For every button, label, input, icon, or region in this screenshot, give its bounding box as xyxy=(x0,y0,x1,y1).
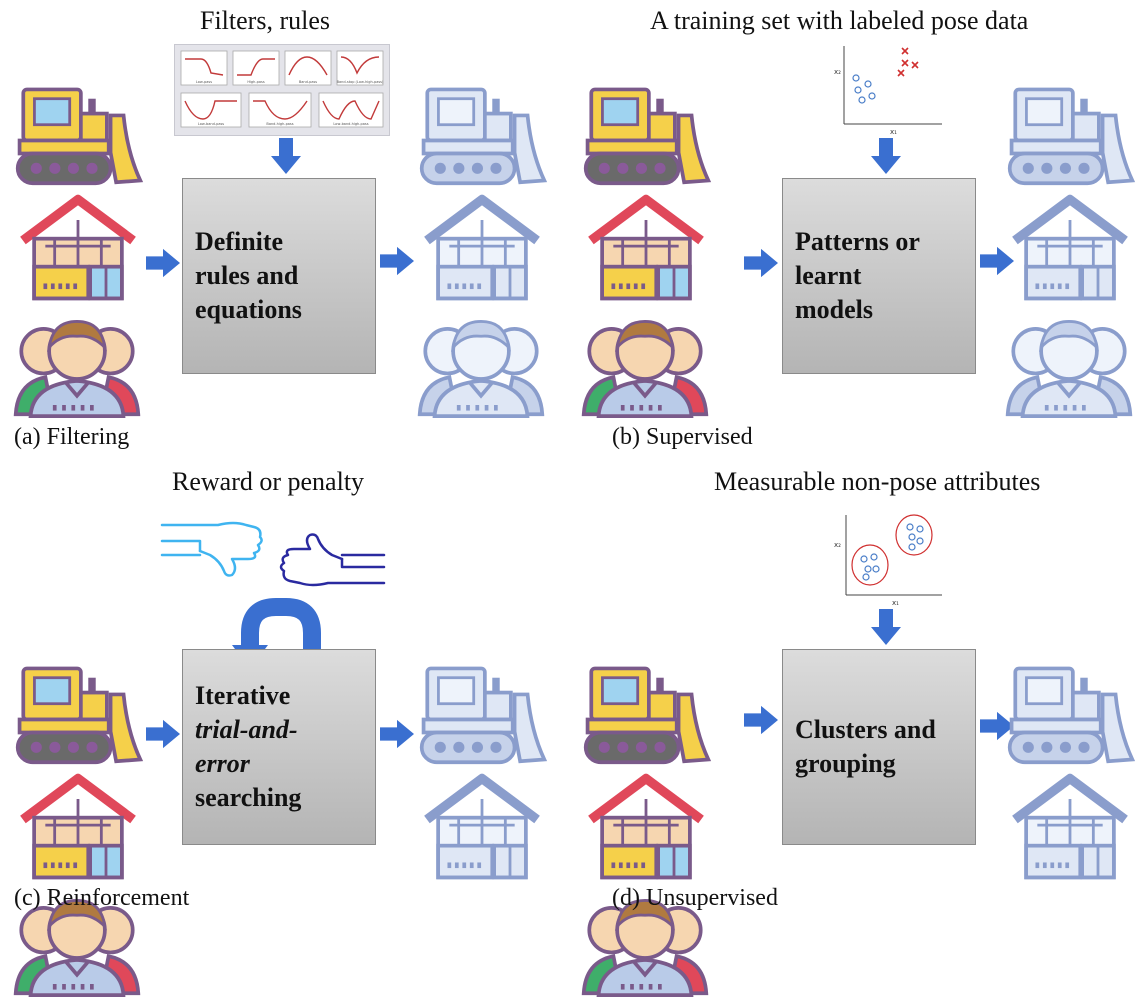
panel-filtering: Filters, rules Low-pass High-pass xyxy=(0,0,568,461)
filter-grid-image: Low-pass High-pass Band-pass Band-stop (… xyxy=(174,44,390,136)
box-line: Patterns or xyxy=(795,227,920,256)
bulldozer-icon xyxy=(1006,78,1136,190)
panel-b-top-text: A training set with labeled pose data xyxy=(650,6,1029,35)
filter-label: Low-pass xyxy=(196,80,212,84)
bulldozer-icon xyxy=(582,78,712,190)
people-icon xyxy=(12,310,142,422)
arrow-down-icon xyxy=(271,138,301,174)
filter-label: Band-pass xyxy=(299,80,317,84)
box-line: error xyxy=(195,749,250,778)
process-box: Clusters and grouping xyxy=(782,649,976,845)
box-line: Definite xyxy=(195,227,284,256)
labeled-scatter-plot: x₂ x₁ xyxy=(834,46,942,136)
box-line: searching xyxy=(195,783,302,812)
box-line: learnt xyxy=(795,261,862,290)
people-icon xyxy=(416,310,546,422)
house-icon xyxy=(1008,771,1132,883)
arrow-right-icon xyxy=(744,705,778,735)
box-line: rules and xyxy=(195,261,299,290)
house-icon xyxy=(584,192,708,304)
filter-label: Low-band-pass xyxy=(198,122,224,126)
caption: (c) Reinforcement xyxy=(14,885,190,911)
arrow-down-icon xyxy=(871,138,901,174)
thumbs-down-icon xyxy=(160,521,263,577)
caption: (d) Unsupervised xyxy=(612,885,778,911)
box-line: models xyxy=(795,295,873,324)
filter-label: Low-band-high-pass xyxy=(333,122,368,126)
house-icon xyxy=(420,192,544,304)
bulldozer-icon xyxy=(1006,657,1136,769)
thumbs-up-icon xyxy=(279,533,386,587)
panel-unsupervised: Measurable non-pose attributes x₂ x₁ Clu… xyxy=(568,461,1136,922)
arrow-down-icon xyxy=(871,609,901,645)
house-icon xyxy=(1008,192,1132,304)
arrow-right-icon xyxy=(380,246,414,276)
x-axis-label: x₁ xyxy=(892,599,899,607)
panel-reinforcement: Reward or penalty Iterative trial-and- e… xyxy=(0,461,568,922)
caption: (a) Filtering xyxy=(14,424,130,450)
panel-c-top-text: Reward or penalty xyxy=(172,467,365,496)
house-icon xyxy=(16,192,140,304)
bulldozer-icon xyxy=(14,78,144,190)
house-icon xyxy=(420,771,544,883)
house-icon xyxy=(16,771,140,883)
box-line: equations xyxy=(195,295,302,324)
panel-d-top-text: Measurable non-pose attributes xyxy=(714,467,1041,496)
house-icon xyxy=(584,771,708,883)
caption: (b) Supervised xyxy=(612,424,753,450)
filter-label: Band-high-pass xyxy=(266,122,293,126)
bulldozer-icon xyxy=(418,657,548,769)
box-line: trial-and- xyxy=(195,715,298,744)
process-box: Patterns or learnt models xyxy=(782,178,976,374)
arrow-right-icon xyxy=(146,719,180,749)
bulldozer-icon xyxy=(418,78,548,190)
process-box: Iterative trial-and- error searching xyxy=(182,649,376,845)
panel-a-top-text: Filters, rules xyxy=(200,6,330,35)
y-axis-label: x₂ xyxy=(834,541,841,549)
panel-supervised: A training set with labeled pose data x₂… xyxy=(568,0,1136,461)
filter-label: High-pass xyxy=(247,80,264,84)
people-icon xyxy=(1004,310,1134,422)
y-axis-label: x₂ xyxy=(834,68,841,76)
filter-label: Band-stop (Low-high-pass) xyxy=(337,80,384,84)
bulldozer-icon xyxy=(14,657,144,769)
arrow-right-icon xyxy=(380,719,414,749)
bulldozer-icon xyxy=(582,657,712,769)
process-box: Definite rules and equations xyxy=(182,178,376,374)
box-line: grouping xyxy=(795,749,896,778)
arrow-right-icon xyxy=(744,248,778,278)
box-line: Iterative xyxy=(195,681,291,710)
box-line: Clusters and xyxy=(795,715,936,744)
arrow-right-icon xyxy=(146,248,180,278)
x-axis-label: x₁ xyxy=(890,128,897,136)
people-icon xyxy=(580,310,710,422)
cluster-scatter-plot: x₂ x₁ xyxy=(834,514,942,607)
